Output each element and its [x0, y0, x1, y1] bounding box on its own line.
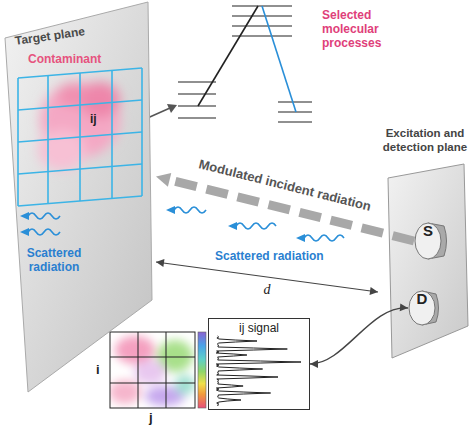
- color-bar: [198, 332, 206, 408]
- emission-transition: [262, 6, 296, 112]
- energy-levels: [178, 6, 312, 122]
- source-cylinder: S: [414, 222, 450, 260]
- pointer-head: [167, 104, 177, 113]
- connector: [310, 303, 408, 368]
- arrow-head: [156, 173, 171, 187]
- scatter-label: Scattered radiation: [22, 246, 86, 274]
- edge-label: Modulated incident radiation: [195, 156, 374, 214]
- signal-arc: [310, 308, 408, 364]
- excitation-transition: [198, 6, 258, 106]
- signal-panel: ij signal: [208, 318, 310, 410]
- axis-label: j: [149, 410, 153, 425]
- image-grid: [110, 332, 195, 408]
- arrow-head: [370, 287, 378, 295]
- arrow-head: [310, 360, 318, 368]
- scatter-label: Scattered radiation: [215, 249, 324, 263]
- detection-plane: [388, 164, 468, 358]
- arrow-head: [400, 303, 408, 311]
- axis-label: i: [96, 362, 100, 377]
- process-label: Selected molecular processes: [322, 8, 414, 50]
- node-text: Excitation and detection plane: [378, 126, 472, 154]
- arrow-head: [156, 259, 164, 267]
- node-text: S: [416, 222, 440, 239]
- contaminant-label: Contaminant: [28, 52, 101, 66]
- image-blobs: [110, 336, 195, 406]
- detection-plane: Excitation and detection planeS D: [378, 124, 472, 368]
- detector-cylinder: D: [408, 290, 442, 326]
- pixel-label: ij: [90, 112, 97, 126]
- node-text: ij signal: [209, 321, 309, 335]
- scattered-waves: [174, 207, 344, 241]
- node-text: D: [410, 290, 434, 307]
- signal-trace: [216, 336, 301, 406]
- image-ground: [110, 332, 195, 408]
- edge-label: d: [262, 282, 273, 298]
